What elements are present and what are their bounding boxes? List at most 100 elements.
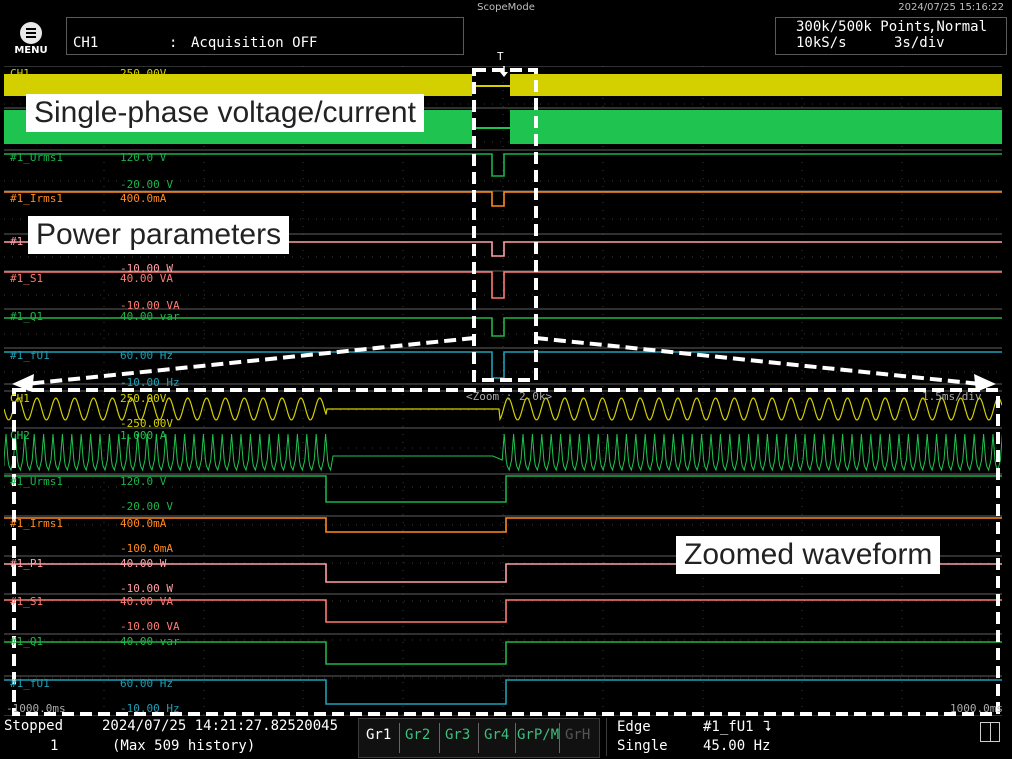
overview-channel-name: #1_Q1 [10, 310, 44, 323]
zoom-scale-lower: -20.00 V [120, 500, 173, 513]
reactive-overview-trace [4, 317, 1002, 337]
zoom-time-right: 1000.0ms [950, 702, 1003, 715]
ch1-overview-trace [510, 74, 1002, 96]
callout-power-parameters: Power parameters [28, 216, 290, 254]
zoom-channel-name: #1_P1 [10, 557, 44, 570]
zoom-scale-upper: 60.00 Hz [120, 677, 173, 690]
overview-scale-upper: 250.00V [120, 67, 167, 80]
zoom-channel-name: CH1 [10, 392, 30, 405]
run-state: Stopped [4, 718, 64, 734]
zoom-time-left: -1000.0ms [6, 702, 66, 715]
menu-button[interactable]: MENU [8, 20, 54, 62]
overview-scale-lower: -10.00 VA [120, 299, 180, 312]
urms-overview-trace [4, 153, 1002, 177]
acquisition-status-panel[interactable]: CH1 : Acquisition OFF [66, 17, 464, 55]
zoom-channel-name: CH2 [10, 429, 30, 442]
overview-scale-upper: 400.0mA [120, 192, 167, 205]
side-panel-toggle-icon[interactable] [980, 722, 1000, 742]
group-tab-grpm[interactable]: GrP/M [517, 727, 560, 743]
zoom-ratio-label: <Zoom : 2.0k> [466, 390, 553, 403]
overview-scale-lower: -20.00 V [120, 178, 173, 191]
group-selector[interactable]: Gr1 Gr2 Gr3 Gr4 GrP/M GrH [358, 718, 600, 758]
zoom-scale-lower: -10.00 VA [120, 620, 180, 633]
acquisition-separator: : [169, 35, 178, 51]
zoom-channel-name: #1_Irms1 [10, 517, 63, 530]
trigger-source: #1_fU1 [703, 719, 754, 735]
bottom-status-bar: Stopped 1 2024/07/25 14:21:27.82520045 (… [0, 716, 1012, 759]
overview-channel-name: #1_fU1 [10, 349, 50, 362]
time-per-div: 3s/div [894, 35, 945, 51]
overview-channel-name: #1_Urms1 [10, 151, 63, 164]
callout-zoomed-waveform: Zoomed waveform [676, 536, 941, 574]
overview-scale-upper: 60.00 Hz [120, 349, 173, 362]
overview-scale-lower: -10.00 Hz [120, 376, 180, 389]
capture-timestamp: 2024/07/25 14:21:27.82520045 [102, 718, 339, 734]
acquisition-status: Acquisition OFF [191, 35, 318, 51]
ch2-zoom-current [4, 433, 1002, 472]
zoom-scale-lower: -10.00 W [120, 582, 173, 595]
record-settings-panel[interactable]: 300k/500k Points ,Normal 10kS/s 3s/div [775, 17, 1007, 55]
zoom-arrow-left-icon [12, 374, 34, 392]
overview-channel-name: #1_Irms1 [10, 192, 63, 205]
zoom-scale-upper: 40.00 var [120, 635, 180, 648]
group-tab-gr4[interactable]: Gr4 [484, 727, 510, 743]
overview-scale-upper: 120.0 V [120, 151, 167, 164]
trigger-marker: T [497, 50, 504, 63]
overview-channel-name: CH1 [10, 67, 30, 80]
overview-channel-name: #1 [10, 235, 24, 248]
ch1-zoom-sine [4, 397, 1002, 422]
trigger-level: 45.00 Hz [703, 738, 771, 754]
waveform-display[interactable]: CH1 250.00V #1_Urms1 120.0 V -20.00 V #1_Irms… [4, 50, 1003, 716]
acquisition-channel: CH1 [73, 35, 99, 51]
trigger-slope-icon: ⮧ [763, 719, 772, 735]
trigger-type: Edge [617, 719, 651, 735]
trigger-mode-normal: ,Normal [928, 19, 988, 35]
zoom-channel-name: #1_Urms1 [10, 475, 63, 488]
trigger-panel[interactable]: Edge #1_fU1 ⮧ Single 45.00 Hz [606, 718, 937, 756]
mode-title: ScopeMode [477, 2, 535, 13]
zoom-channel-name: #1_S1 [10, 595, 44, 608]
zoom-time-per-div: 1.5ms/div [922, 390, 982, 403]
zoom-scale-upper: 120.0 V [120, 475, 167, 488]
sample-rate: 10kS/s [796, 35, 847, 51]
zoom-scale-upper: 250.00V [120, 392, 167, 405]
zoom-region-box [472, 68, 538, 382]
overview-scale-lower: -10.00 W [120, 262, 173, 275]
zoom-scale-upper: 40.00 VA [120, 595, 173, 608]
zoom-arrow-right-icon [974, 374, 996, 392]
zoom-channel-name: #1_Q1 [10, 635, 44, 648]
zoom-link-left [25, 336, 475, 386]
group-tab-gr3[interactable]: Gr3 [445, 727, 471, 743]
menu-icon [20, 22, 42, 44]
power-overview-trace [4, 241, 1002, 257]
zoom-link-right [535, 336, 981, 386]
trigger-arrow-icon [500, 72, 508, 77]
group-tab-gr1[interactable]: Gr1 [366, 727, 392, 743]
zoomed-waveform-box [12, 388, 1000, 716]
zoom-scale-lower: -100.0mA [120, 542, 173, 555]
reactive-zoom-trace [4, 641, 1002, 665]
zoom-scale-upper: 1.000 A [120, 429, 167, 442]
zoom-channel-name: #1_fU1 [10, 677, 50, 690]
history-count: 1 [50, 738, 59, 754]
irms-overview-trace [4, 191, 1002, 207]
top-status-bar: ScopeMode 2024/07/25 15:16:22 MENU CH1 :… [0, 0, 1012, 66]
group-tab-gr2[interactable]: Gr2 [405, 727, 431, 743]
irms-zoom-trace [4, 517, 1002, 533]
zoom-scale-upper: 40.00 W [120, 557, 167, 570]
overview-channel-name: #1_S1 [10, 272, 44, 285]
urms-zoom-trace [4, 475, 1002, 503]
callout-voltage-current: Single-phase voltage/current [26, 94, 424, 132]
overview-scale-upper: 40.00 var [120, 310, 180, 323]
overview-scale-upper: 40.00 VA [120, 272, 173, 285]
freq-zoom-trace [4, 679, 1002, 705]
zoom-scale-lower: -250.00V [120, 417, 173, 430]
group-tab-grh[interactable]: GrH [565, 727, 591, 743]
apparent-zoom-trace [4, 599, 1002, 623]
record-points: 300k/500k Points [796, 19, 931, 35]
history-max: (Max 509 history) [112, 738, 256, 754]
power-zoom-trace [4, 563, 1002, 583]
zoom-scale-upper: 400.0mA [120, 517, 167, 530]
apparent-overview-trace [4, 271, 1002, 299]
menu-label: MENU [14, 45, 48, 56]
